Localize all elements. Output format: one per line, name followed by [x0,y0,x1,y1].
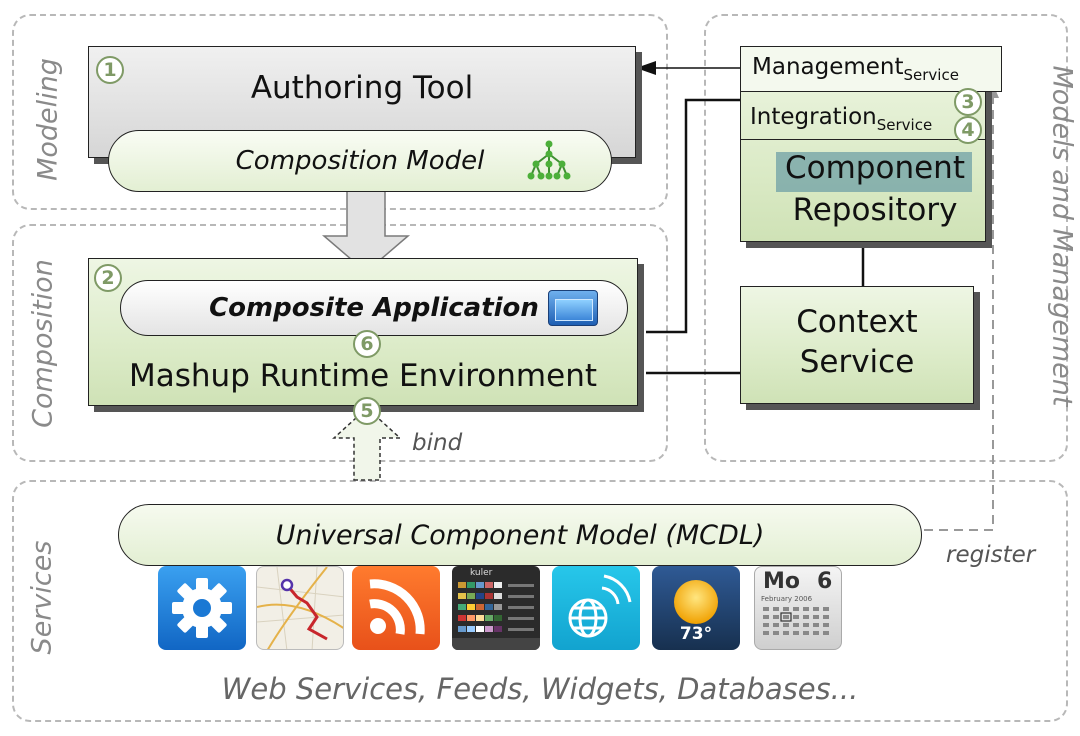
management-arrowhead [636,61,656,75]
integration-label-main: Integration [750,104,877,130]
composite-application-pill: Composite Application [120,280,628,336]
weather-icon: 73° [652,566,740,650]
bind-arrow [332,406,402,481]
integration-connector [646,98,744,334]
calendar-day: 6 [817,569,833,594]
step-badge-1: 1 [96,56,124,84]
component-label-highlight [776,152,972,192]
composition-region [12,224,668,462]
management-service-label: ManagementService [752,54,959,84]
step-badge-4: 4 [954,116,982,144]
register-connector [924,92,994,531]
tree-icon [527,140,571,180]
repository-label: Repository [792,192,958,228]
management-label-main: Management [752,54,904,80]
integration-label-sub: Service [876,116,933,134]
context-service-line1: Context [796,304,918,340]
composition-model-label: Composition Model [235,146,485,176]
integration-service-row [740,94,986,140]
context-service-line2: Service [799,344,915,380]
component-label: Component [785,150,965,186]
integration-service-label: IntegrationService [750,104,932,134]
models-management-region [704,14,1068,462]
authoring-tool-title: Authoring Tool [250,70,474,106]
calendar-month: Mo [763,569,801,594]
register-label: register [946,542,1036,568]
step-badge-6: 6 [353,330,381,358]
weather-temperature: 73° [679,624,713,644]
window-icon [548,290,598,326]
step-badge-2: 2 [94,264,122,292]
services-region [12,480,1068,722]
universal-component-model-pill: Universal Component Model (MCDL) [118,504,922,566]
management-service-row [740,46,1002,92]
mashup-runtime-label: Mashup Runtime Environment [129,358,597,394]
composition-model-pill: Composition Model [108,130,612,192]
composite-application-label: Composite Application [209,293,539,323]
kuler-widget-icon: kuler [452,566,540,650]
calendar-icon: Mo 6 February 2006 [754,566,842,650]
modeling-region [12,14,668,210]
rss-feed-icon [352,566,440,650]
kuler-title: kuler [470,568,493,578]
map-icon [256,566,344,650]
globe-wireless-icon [552,566,640,650]
model-deploy-arrow [321,189,411,273]
universal-component-model-label: Universal Component Model (MCDL) [275,519,765,551]
step-badge-3: 3 [954,88,982,116]
context-service-box [740,286,974,404]
services-footer-label: Web Services, Feeds, Widgets, Databases.… [221,672,859,706]
bind-label: bind [412,430,463,456]
step-badge-5: 5 [353,397,381,425]
gear-icon [158,566,246,650]
calendar-caption: February 2006 [761,595,813,603]
management-label-sub: Service [903,66,959,84]
